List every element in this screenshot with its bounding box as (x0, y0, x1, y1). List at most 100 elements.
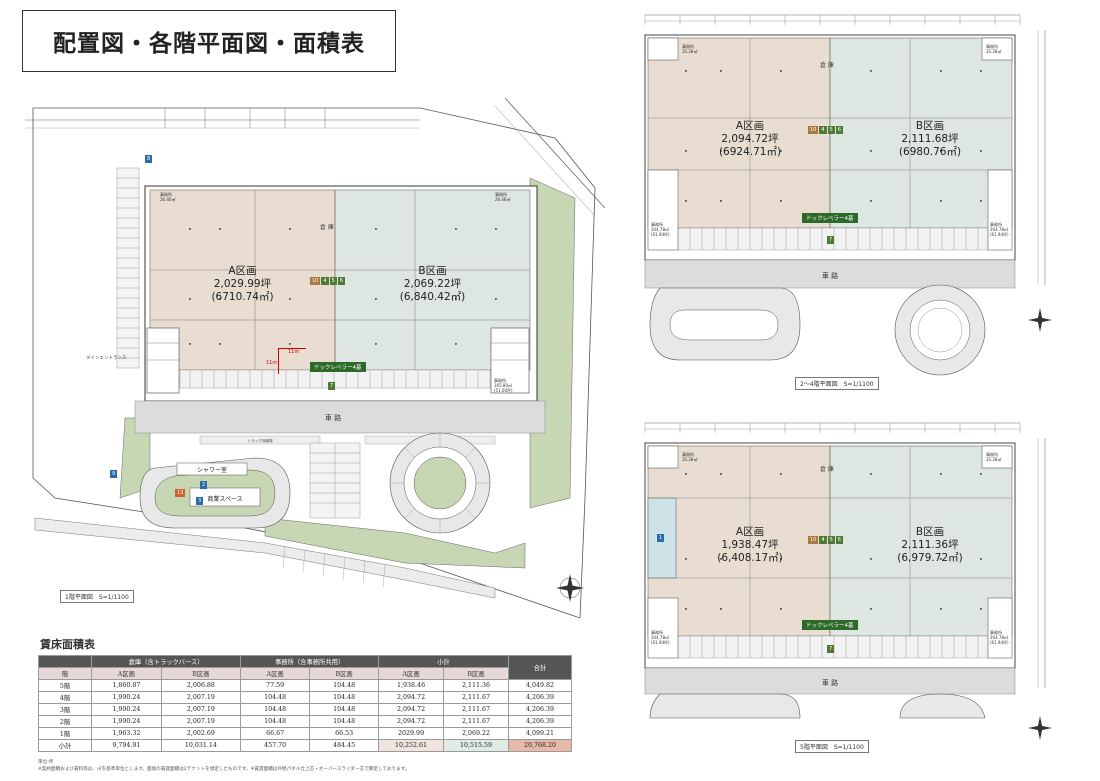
site-zone-a-sqm: (6710.74㎡) (211, 291, 274, 303)
north-arrow-24-icon (1028, 308, 1052, 332)
plan5-zone-a-name: A区画 (735, 526, 765, 538)
cell: 2,007.19 (160, 715, 242, 728)
parking-left (116, 167, 140, 369)
site-office-left: 事務所 26.46㎡ (160, 192, 176, 202)
footnote-note: ※契約面積および賃料等は、㎡を基準単位とします。面貌の賃貸面積は2テナントを想定… (38, 767, 410, 772)
plan24-zone-b-tsubo: 2,111.68坪 (901, 133, 959, 145)
site-zone-a-tsubo: 2,029.99坪 (213, 278, 272, 290)
plan-5-floor: 車 路 (644, 422, 1052, 740)
cell: 2,007.19 (160, 691, 242, 704)
plan5-office-l: 事務所 204.78㎡ (61.94坪) (651, 630, 670, 645)
page-title: 配置図・各階平面図・面積表 (22, 10, 396, 72)
plan24-zone-b-sqm: (6980.76㎡) (898, 146, 962, 158)
row-floor: 3階 (38, 703, 92, 716)
badge-10: 10 (310, 277, 321, 285)
table-row: 4階 1,990.24 2,007.19 104.48 104.48 2,094… (38, 691, 572, 704)
commercial-space (189, 487, 261, 507)
cell: 104.48 (309, 691, 380, 704)
cell: 4,206.39 (508, 715, 572, 728)
badge-5: 5 (827, 536, 835, 544)
plan5-zone-b-name: B区画 (915, 526, 945, 538)
badge-5: 5 (329, 277, 337, 285)
area-table: 倉庫（含トラックバース） 事務所（含事務所共用） 小計 合計 階 A区画 B区画… (38, 655, 572, 752)
plan5-zone-b: B区画 2,111.36坪 (6,979.72㎡) (860, 526, 1000, 565)
shower-room-label: シャワー室 (197, 466, 227, 474)
badge-5: 5 (827, 126, 835, 134)
cell: 1,963.32 (91, 727, 162, 740)
green-area-bottom (264, 517, 526, 569)
vehicle-road-5 (644, 667, 1016, 695)
cell: 457.70 (240, 739, 311, 752)
site-zone-b-tsubo: 2,069.22坪 (403, 278, 462, 290)
cell: 9,794.91 (91, 739, 162, 752)
plan5-badge-7: 7 (827, 645, 835, 653)
badge-6: 6 (835, 126, 843, 134)
header-subtotal: 小計 (378, 655, 509, 668)
header-sub-a-3: A区画 (378, 667, 445, 680)
cell: 1,938.46 (378, 679, 445, 692)
site-zone-a: A区画 2,029.99坪 (6710.74㎡) (150, 265, 335, 304)
area-table-title: 賃床面積表 (40, 638, 95, 651)
plan24-office-tl: 事務所 35.28㎡ (682, 44, 698, 54)
north-arrow-icon (556, 574, 584, 602)
badge-4: 4 (321, 277, 329, 285)
badge-4: 4 (819, 536, 827, 544)
header-total: 合計 (508, 655, 572, 680)
row-floor: 1階 (38, 727, 92, 740)
cell: 2,094.72 (378, 691, 445, 704)
table-row: 2階 1,990.24 2,007.19 104.48 104.48 2,094… (38, 715, 572, 728)
parking-center (309, 442, 361, 519)
vehicle-road-label-5: 車 路 (822, 678, 838, 687)
vehicle-road-label-24: 車 路 (822, 271, 838, 280)
badge-6: 6 (835, 536, 843, 544)
core-left (146, 327, 180, 394)
cell: 1,860.87 (91, 679, 162, 692)
cell: 104.48 (309, 703, 380, 716)
site-dock-leveler: ドックレベラー4基 (310, 362, 366, 372)
plan5-office-tl: 事務所 35.28㎡ (682, 452, 698, 462)
table-row: 1階 1,963.32 2,002.69 66.67 66.53 2029.99… (38, 727, 572, 740)
site-plan-caption: 1階平面図 S=1/1100 (60, 590, 134, 603)
commercial-space-label: 商業スペース (207, 495, 242, 503)
dimension-label-1: 11m (288, 349, 300, 355)
plan24-zone-b: B区画 2,111.68坪 (6980.76㎡) (860, 120, 1000, 159)
site-office-right: 事務所 26.46㎡ (495, 192, 511, 202)
plan24-zone-a-tsubo: 2,094.72坪 (721, 133, 779, 145)
site-badge-8: 8 (145, 155, 153, 163)
cell: 4,206.39 (508, 691, 572, 704)
cell: 104.48 (240, 715, 311, 728)
cell: 2,111.67 (443, 691, 509, 704)
table-total-row: 小計 9,794.91 10,031.14 457.70 484.45 10,2… (38, 739, 572, 752)
cell: 10,252.61 (378, 739, 445, 752)
cell: 4,206.39 (508, 703, 572, 716)
cell: 484.45 (309, 739, 380, 752)
site-plan: 車 路 トラック待機場 トラック待機場 シャワー室 商業スペース (25, 98, 605, 618)
cell: 1,990.24 (91, 691, 162, 704)
site-badge-2: 2 (200, 481, 208, 489)
row-floor: 2階 (38, 715, 92, 728)
cell: 2,069.22 (443, 727, 509, 740)
truck-berth-label-1: トラック待機場 (247, 438, 273, 443)
dimension-line-horizontal (278, 348, 306, 349)
cell: 2,094.72 (378, 715, 445, 728)
plan5-badge-group: 10 4 5 6 (808, 536, 843, 544)
plan5-zone-a-sqm: (6,408.17㎡) (717, 552, 783, 564)
zone-a-area (149, 189, 336, 371)
plan24-zone-a-sqm: (6924.71㎡) (718, 146, 782, 158)
site-zone-b-name: B区画 (418, 265, 447, 277)
plan5-zone-a-tsubo: 1,938.47坪 (721, 539, 779, 551)
plan24-caption: 2～4階平面図 S=1/1100 (795, 377, 879, 390)
cell: 10,515.59 (443, 739, 509, 752)
site-zone-b: B区画 2,069.22坪 (6,840.42㎡) (335, 265, 530, 304)
cell: 77.59 (240, 679, 311, 692)
plan24-dock-leveler: ドックレベラー4基 (802, 213, 858, 223)
header-sub-a-2: A区画 (240, 667, 311, 680)
header-sub-b-2: B区画 (309, 667, 380, 680)
cell: 66.53 (309, 727, 380, 740)
table-row: 5階 1,860.87 2,006.88 77.59 104.48 1,938.… (38, 679, 572, 692)
row-floor: 4階 (38, 691, 92, 704)
site-badge-13: 13 (175, 489, 186, 497)
north-arrow-5-icon (1028, 716, 1052, 740)
cell: 2,111.67 (443, 715, 509, 728)
shower-room (176, 462, 248, 476)
